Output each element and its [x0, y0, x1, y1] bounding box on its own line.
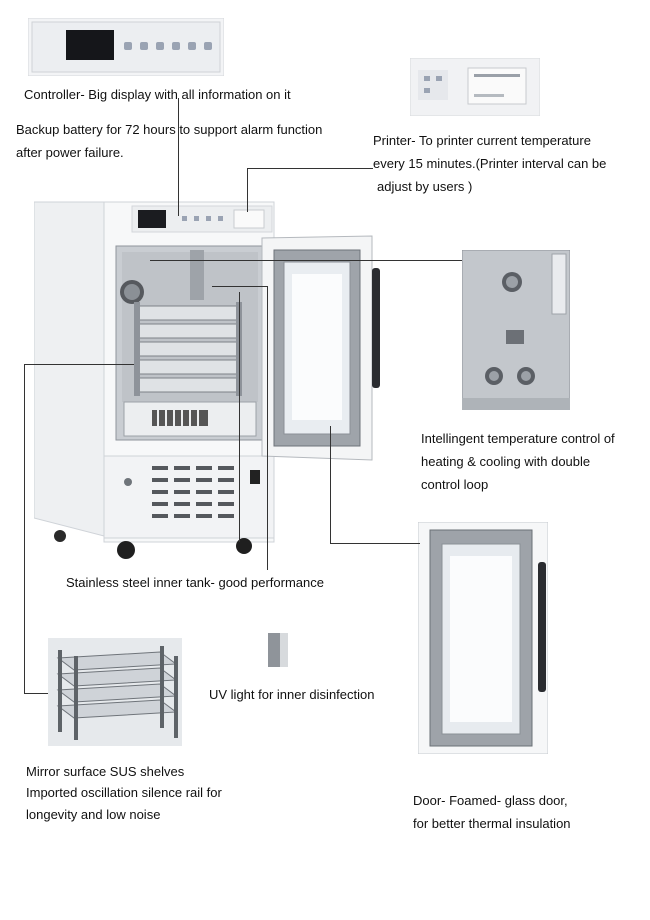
leader-line-uv — [239, 292, 240, 542]
leader-line-tank-h — [212, 286, 268, 287]
caption-shelves-line1: Mirror surface SUS shelves — [26, 764, 185, 779]
caption-door-line2: for better thermal insulation — [413, 816, 571, 831]
leader-line-shelves-h2 — [24, 693, 48, 694]
caption-printer-line1: Printer- To printer current temperature — [373, 133, 591, 148]
leader-line-shelves-h — [24, 364, 134, 365]
leader-line-backpanel — [150, 260, 462, 261]
caption-printer-line3: adjust by users ) — [377, 179, 473, 194]
door-photo — [418, 522, 548, 754]
uv-light-photo — [264, 631, 292, 669]
leader-line-printer-v — [247, 168, 248, 212]
shelf-rack-photo — [48, 638, 182, 746]
caption-printer-line2: every 15 minutes.(Printer interval can b… — [373, 156, 607, 171]
caption-shelves-line2: Imported oscillation silence rail for — [26, 785, 222, 800]
caption-controller: Controller- Big display with all informa… — [24, 87, 291, 102]
leader-line-printer-h — [247, 168, 373, 169]
caption-inner-tank: Stainless steel inner tank- good perform… — [66, 575, 324, 590]
leader-line-door-v — [330, 426, 331, 544]
leader-line-tank-v — [267, 286, 268, 570]
back-panel-photo — [462, 250, 570, 410]
caption-temp-control-line3: control loop — [421, 477, 489, 492]
caption-temp-control-line2: heating & cooling with double — [421, 454, 591, 469]
leader-line-shelves-v — [24, 364, 25, 694]
controller-panel-photo — [28, 18, 224, 76]
leader-line-controller — [178, 98, 179, 216]
incubator-cabinet-photo — [34, 198, 380, 562]
caption-temp-control-line1: Intellingent temperature control of — [421, 431, 615, 446]
leader-line-door-h — [330, 543, 420, 544]
caption-backup-battery-line1: Backup battery for 72 hours to support a… — [16, 122, 323, 137]
caption-shelves-line3: longevity and low noise — [26, 807, 161, 822]
caption-door-line1: Door- Foamed- glass door, — [413, 793, 568, 808]
caption-backup-battery-line2: after power failure. — [16, 145, 124, 160]
printer-photo — [410, 58, 540, 116]
caption-uv-light: UV light for inner disinfection — [209, 687, 375, 702]
